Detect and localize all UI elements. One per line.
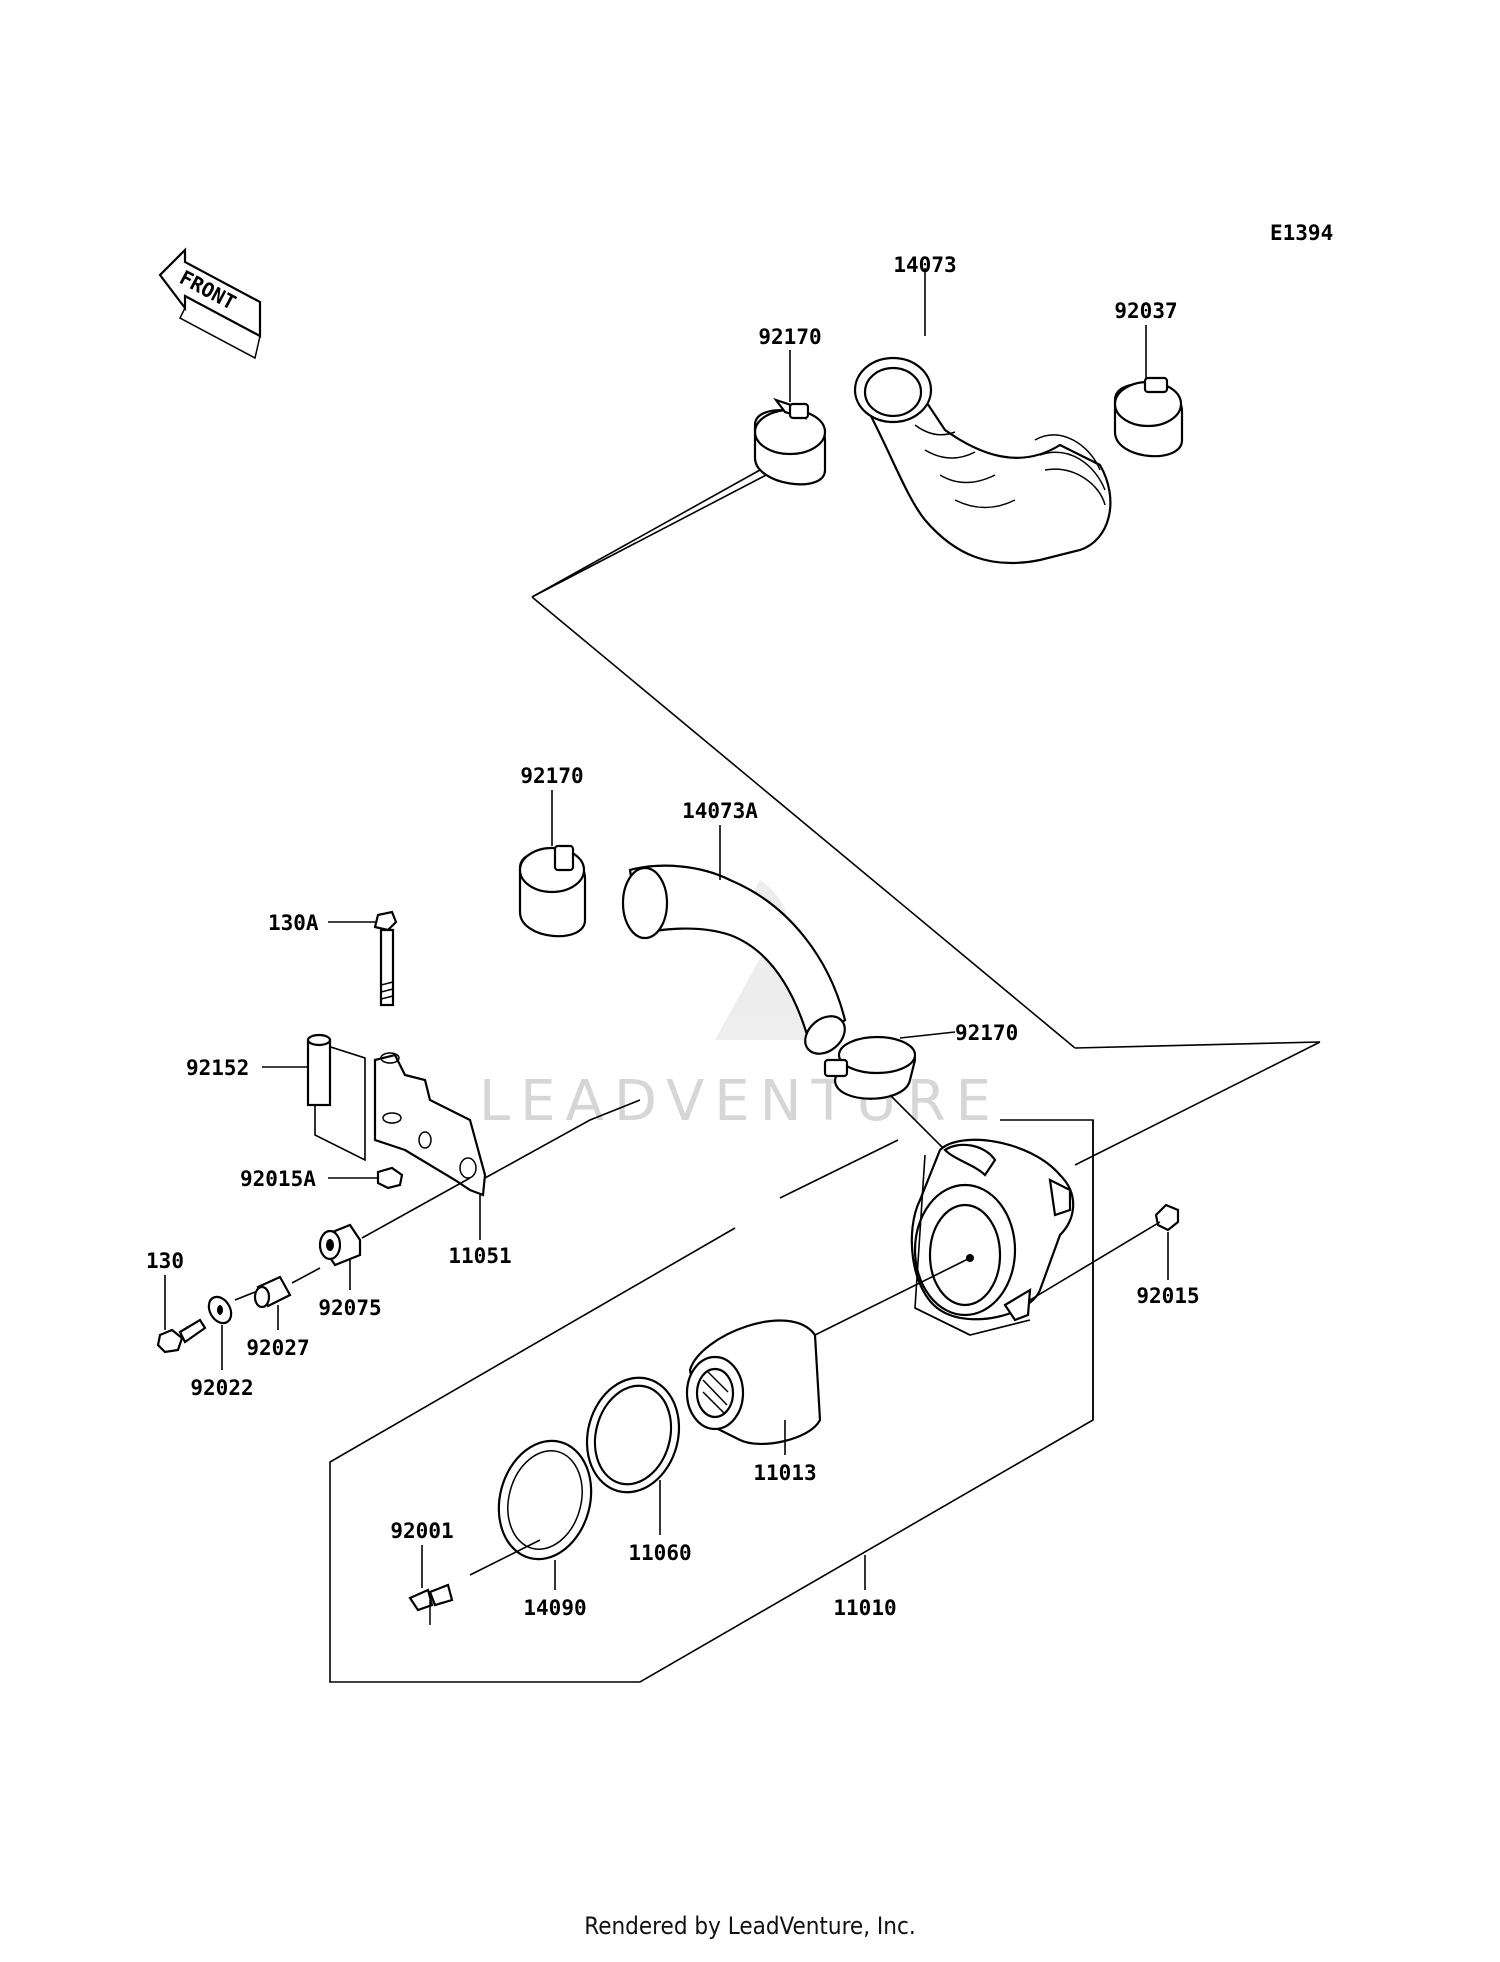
part-11051-bracket	[373, 1052, 487, 1197]
label-130A: 130A	[268, 911, 319, 935]
label-92170-mid: 92170	[520, 764, 583, 788]
part-130A-bolt	[373, 910, 398, 1007]
label-92015A: 92015A	[240, 1167, 316, 1191]
part-14073A-hose	[621, 864, 847, 1055]
part-92170-clamp-right	[823, 1035, 917, 1100]
part-92015A-nut	[376, 1166, 404, 1190]
label-92027: 92027	[246, 1336, 309, 1360]
label-11010: 11010	[833, 1596, 896, 1620]
part-92027-collar	[253, 1275, 292, 1309]
label-130: 130	[146, 1249, 184, 1273]
part-11013-filter	[685, 1319, 822, 1445]
label-11013: 11013	[753, 1461, 816, 1485]
label-14090: 14090	[523, 1596, 586, 1620]
label-14073A: 14073A	[682, 799, 758, 823]
part-14073-hose	[853, 356, 1112, 565]
part-92022-washer	[207, 1295, 233, 1325]
assembly-outline-upper	[531, 471, 1321, 1166]
part-92170-clamp-mid	[518, 844, 587, 938]
part-92170-clamp-top	[753, 397, 827, 486]
part-14090-cover	[497, 1439, 593, 1561]
label-92037: 92037	[1114, 299, 1177, 323]
label-92022: 92022	[190, 1376, 253, 1400]
diagram-code: E1394	[1270, 221, 1333, 245]
label-92015: 92015	[1136, 1284, 1199, 1308]
part-92152-spacer	[306, 1033, 332, 1107]
label-14073: 14073	[893, 253, 956, 277]
label-92170-top: 92170	[758, 325, 821, 349]
part-92075-grommet	[318, 1223, 362, 1267]
part-92015-bolt	[1154, 1203, 1180, 1232]
part-11060-gasket	[585, 1376, 681, 1494]
watermark-text: LEADVENTURE	[479, 1069, 1001, 1134]
footer-credit: Rendered by LeadVenture, Inc.	[584, 1912, 916, 1940]
part-air-cleaner-housing	[910, 1138, 1075, 1322]
front-arrow-icon: FRONT	[158, 247, 262, 360]
label-92152: 92152	[186, 1056, 249, 1080]
label-11051: 11051	[448, 1244, 511, 1268]
part-92037-clamp	[1113, 376, 1184, 458]
part-92001-wing-bolt	[408, 1583, 454, 1625]
label-92170-right: 92170	[955, 1021, 1018, 1045]
label-11060: 11060	[628, 1541, 691, 1565]
label-92075: 92075	[318, 1296, 381, 1320]
label-92001: 92001	[390, 1519, 453, 1543]
part-130-bolt	[156, 1318, 207, 1354]
